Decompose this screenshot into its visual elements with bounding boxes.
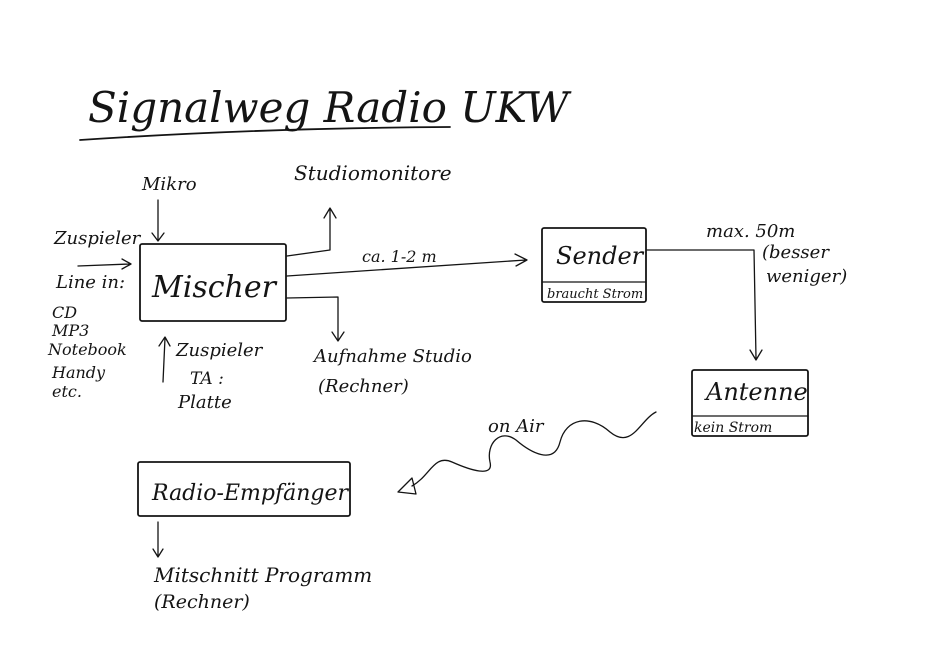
mischer-box xyxy=(139,243,287,322)
source-item: Handy xyxy=(51,363,106,382)
source-item: etc. xyxy=(52,382,82,401)
platte-label: Platte xyxy=(177,392,232,413)
studiomonitore-label: Studiomonitore xyxy=(294,161,452,185)
mitschnitt-label: Mitschnitt Programm xyxy=(153,563,372,587)
mischer-node: Mischer xyxy=(139,243,287,322)
source-item: MP3 xyxy=(51,321,89,340)
aufnahme-label: Aufnahme Studio xyxy=(312,346,472,367)
aufnahme-sublabel: (Rechner) xyxy=(318,376,409,397)
source-list: CD MP3 Notebook Handy etc. xyxy=(47,303,127,401)
line-in-label: Line in: xyxy=(55,272,125,293)
line-in-arrow xyxy=(77,258,132,270)
mikro-label: Mikro xyxy=(141,174,197,195)
antenne-label: Antenne xyxy=(704,378,808,406)
mischer-label: Mischer xyxy=(151,270,278,305)
sender-antenne-max: max. 50m xyxy=(706,221,795,242)
mitschnitt-arrow xyxy=(152,521,164,558)
antenne-node: Antenne kein Strom xyxy=(691,369,809,437)
empfaenger-node: Radio-Empfänger xyxy=(137,461,351,517)
source-item: Notebook xyxy=(47,340,127,359)
studiomonitore-arrow xyxy=(286,207,337,257)
antenne-box xyxy=(691,369,809,437)
sender-antenne-note1: (besser xyxy=(762,242,830,263)
mischer-sender-link xyxy=(286,253,528,277)
sender-note: braucht Strom xyxy=(547,287,643,302)
mitschnitt-sublabel: (Rechner) xyxy=(154,591,250,613)
sender-node: Sender braucht Strom xyxy=(541,227,647,303)
zuspieler-left-label: Zuspieler xyxy=(53,228,142,249)
on-air-label: on Air xyxy=(488,416,545,437)
sender-box xyxy=(541,227,647,303)
empfaenger-box xyxy=(137,461,351,517)
sender-antenne-note2: weniger) xyxy=(766,266,847,287)
sender-label: Sender xyxy=(556,242,645,270)
page-title: Signalweg Radio UKW xyxy=(88,83,573,132)
empfaenger-label: Radio-Empfänger xyxy=(151,481,350,506)
on-air-wave xyxy=(411,411,657,487)
mischer-sender-distance: ca. 1-2 m xyxy=(362,247,437,266)
zuspieler-bottom-label: Zuspieler xyxy=(175,340,264,361)
antenne-note: kein Strom xyxy=(694,420,772,436)
ta-label: TA : xyxy=(190,369,224,389)
mikro-arrow xyxy=(151,199,165,242)
zuspieler-bottom-arrow xyxy=(158,336,171,383)
source-item: CD xyxy=(52,303,77,322)
aufnahme-arrow xyxy=(286,296,345,342)
title-underline xyxy=(79,126,451,141)
sender-antenne-link xyxy=(646,249,763,361)
on-air-arrowhead xyxy=(397,477,417,495)
